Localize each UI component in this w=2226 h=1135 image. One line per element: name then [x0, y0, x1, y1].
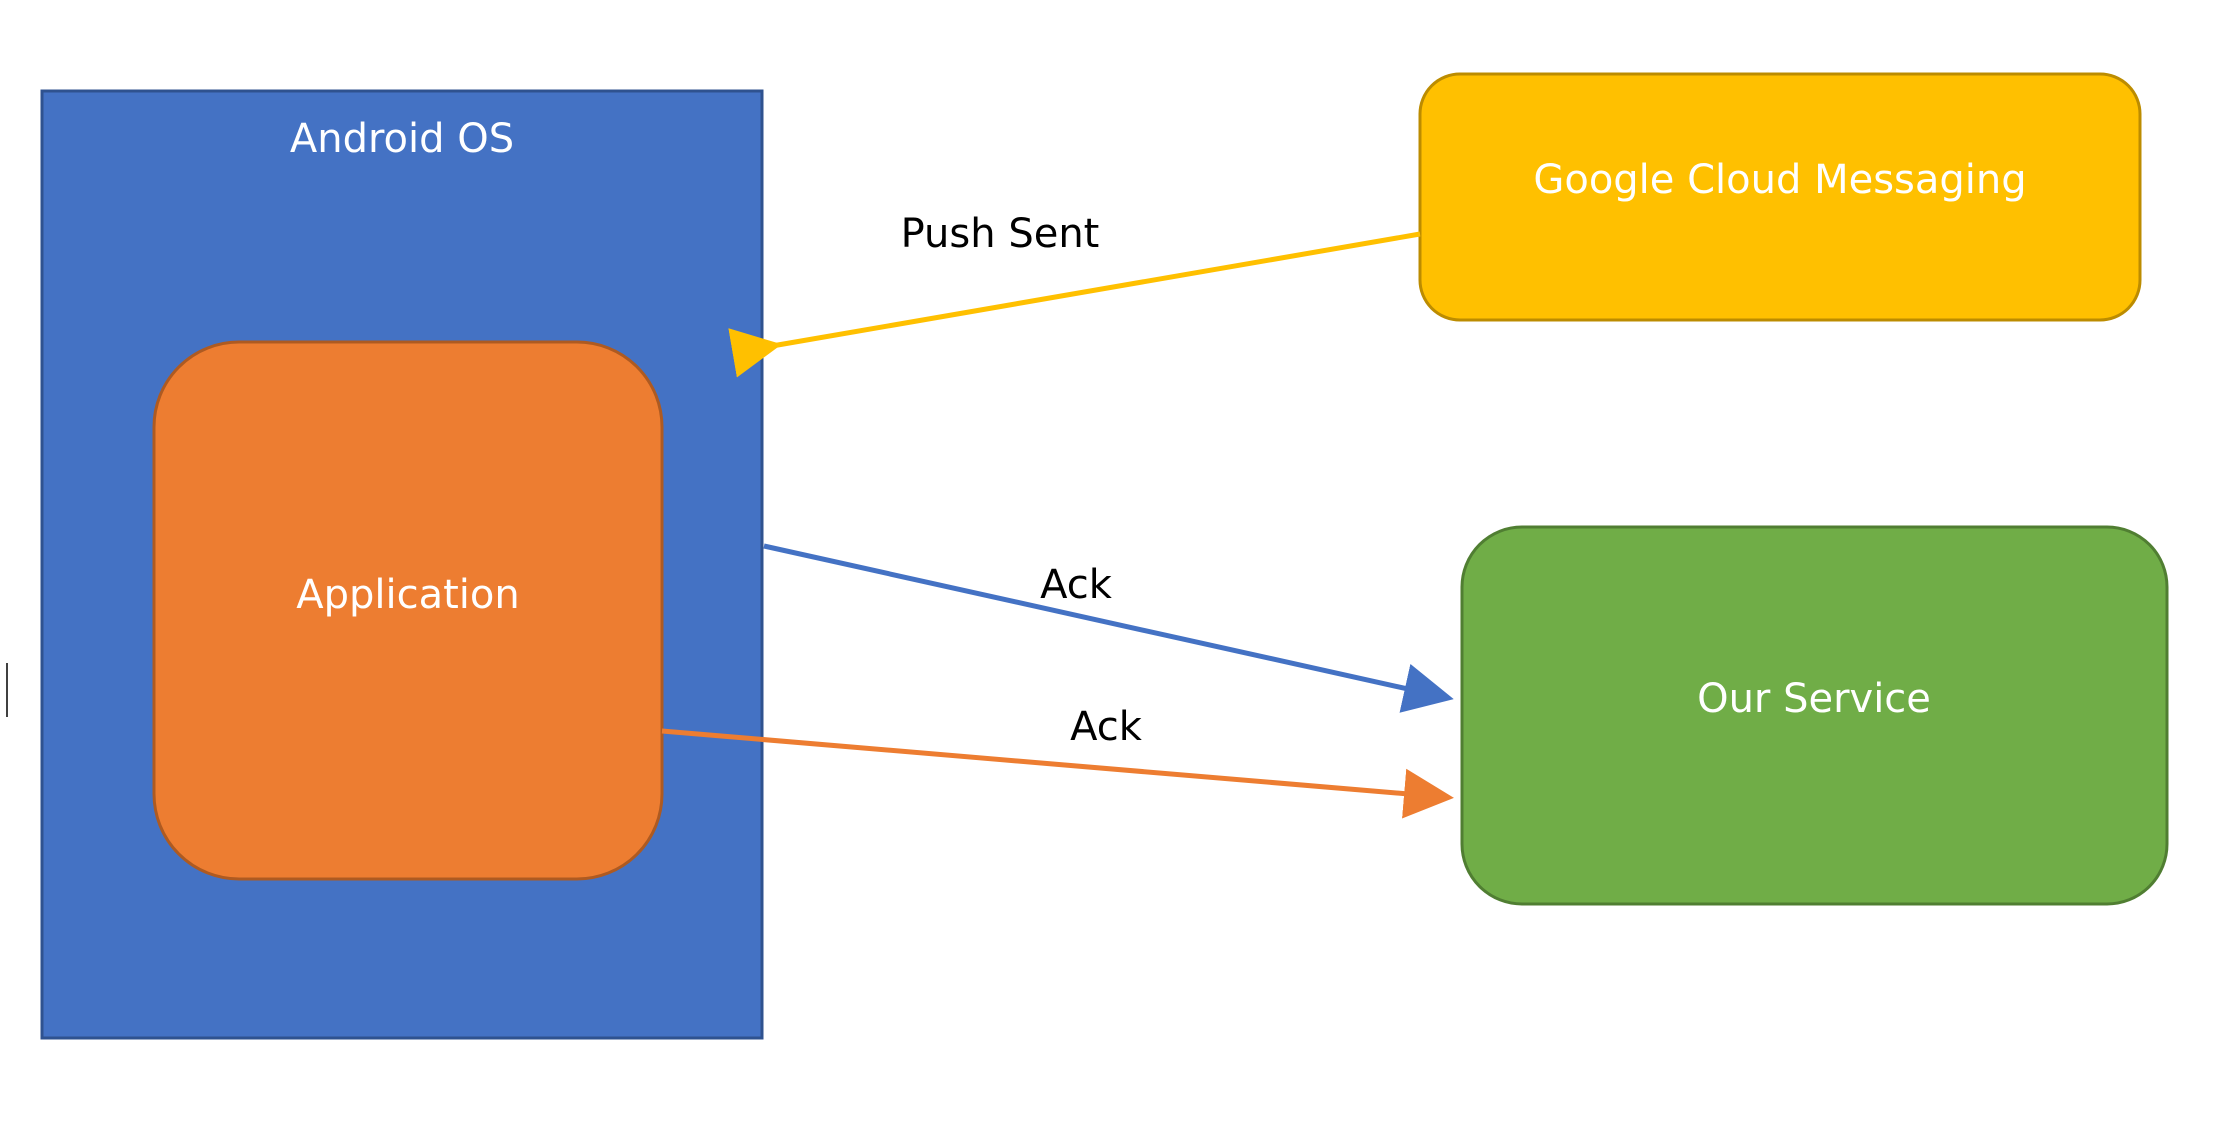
- ack-app-label: Ack: [1070, 704, 1143, 750]
- gcm-box: [1418, 72, 2142, 322]
- push-sent-label: Push Sent: [901, 211, 1100, 257]
- edge-ack-os[interactable]: Ack: [763, 543, 1454, 713]
- our-service-box: [1460, 525, 2169, 906]
- edge-push-sent[interactable]: Push Sent: [728, 211, 1421, 378]
- application-label: Application: [296, 572, 520, 618]
- gcm-label: Google Cloud Messaging: [1533, 157, 2026, 203]
- ack-os-label: Ack: [1040, 562, 1113, 608]
- android-os-label: Android OS: [290, 116, 514, 162]
- push-sent-arrow: [728, 231, 1421, 378]
- node-gcm[interactable]: Google Cloud Messaging: [1418, 72, 2142, 322]
- our-service-label: Our Service: [1697, 676, 1931, 722]
- edge-ack-app[interactable]: Ack: [661, 704, 1454, 819]
- ack-app-arrow: [661, 728, 1454, 819]
- application-box: [152, 340, 664, 881]
- node-our-service[interactable]: Our Service: [1460, 525, 2169, 906]
- ack-os-arrow: [763, 543, 1454, 713]
- node-application[interactable]: Application: [152, 340, 664, 881]
